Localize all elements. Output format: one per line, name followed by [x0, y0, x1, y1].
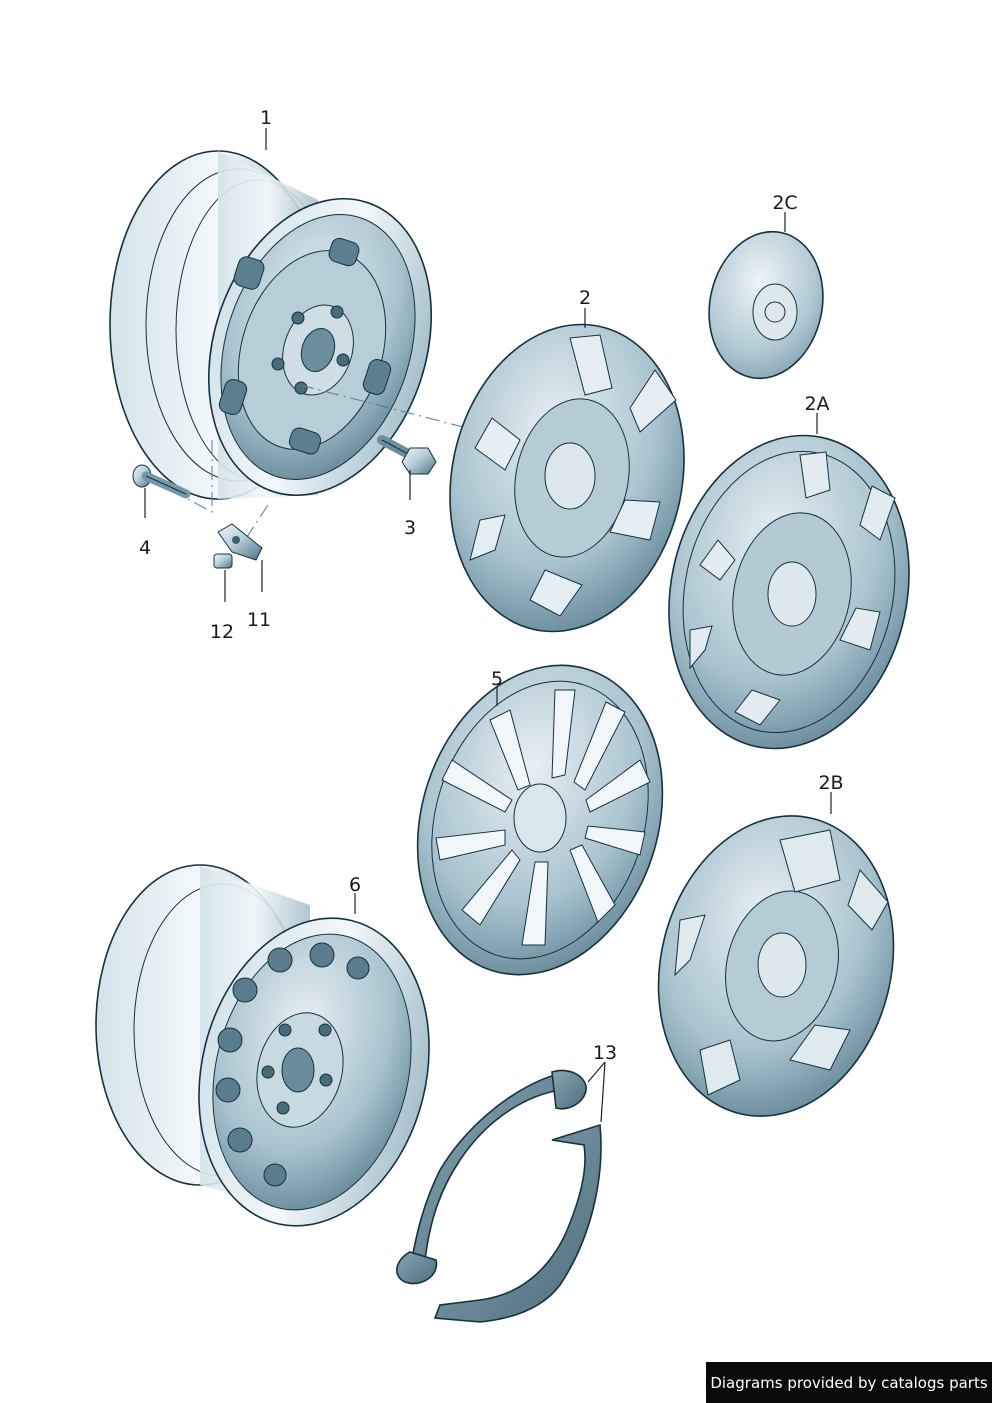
retaining-ring-13	[396, 1069, 602, 1323]
callout-6: 6	[349, 874, 361, 896]
callout-12: 12	[210, 621, 234, 643]
callout-2A: 2A	[804, 393, 829, 415]
callout-13: 13	[593, 1042, 617, 1064]
sensor-nut-12	[213, 553, 233, 569]
wheel-cover-2	[449, 323, 685, 633]
callout-11: 11	[247, 609, 271, 631]
callout-2B: 2B	[818, 772, 843, 794]
wheel-cover-5	[416, 664, 664, 976]
centre-cap-2C	[708, 230, 824, 380]
steel-wheel-1	[109, 150, 433, 500]
wheel-bolt-3	[377, 435, 437, 475]
footer-credit: Diagrams provided by catalogs parts	[706, 1362, 992, 1403]
callouts: 1 2 2C 2A 3 4 11 12 5 2B 6 13	[139, 107, 844, 1123]
steel-wheel-6	[95, 864, 430, 1227]
callout-5: 5	[491, 668, 503, 690]
wheel-cover-2A	[668, 434, 910, 750]
callout-4: 4	[139, 537, 151, 559]
footer-credit-text: Diagrams provided by catalogs parts	[710, 1373, 988, 1392]
wheel-cover-2B	[657, 815, 895, 1117]
callout-2: 2	[579, 287, 591, 309]
callout-2C: 2C	[772, 192, 797, 214]
assembly-lines	[179, 384, 476, 541]
callout-3: 3	[404, 517, 416, 539]
callout-1: 1	[260, 107, 272, 129]
pressure-sensor-11	[217, 523, 263, 561]
valve-4	[132, 464, 191, 499]
